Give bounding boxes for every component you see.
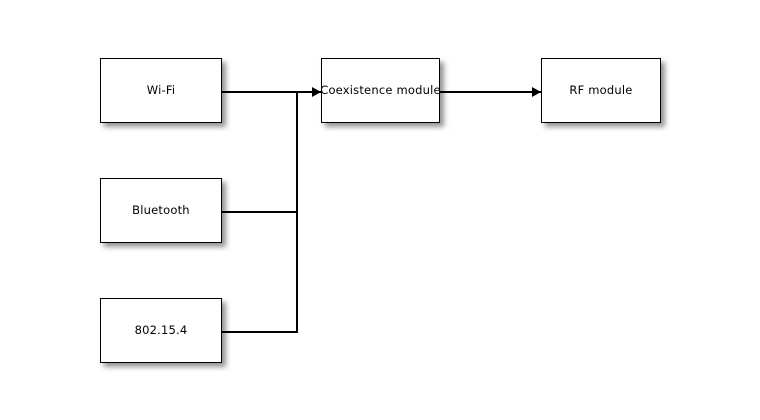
node-rf-module[interactable]: RF module xyxy=(541,58,661,123)
edge-802154-to-bus xyxy=(222,331,298,333)
node-802-15-4[interactable]: 802.15.4 xyxy=(100,298,222,363)
arrowhead-into-coexistence-icon xyxy=(312,87,321,97)
edge-vertical-bus xyxy=(296,91,298,332)
node-coexistence-module[interactable]: Coexistence module xyxy=(320,58,441,123)
node-wifi[interactable]: Wi-Fi xyxy=(100,58,222,123)
node-bluetooth[interactable]: Bluetooth xyxy=(100,178,222,243)
node-bluetooth-label: Bluetooth xyxy=(132,203,190,218)
node-coexistence-module-label: Coexistence module xyxy=(320,83,441,98)
edge-coexistence-to-rf xyxy=(440,91,541,93)
arrowhead-into-rf-icon xyxy=(532,87,541,97)
node-802-15-4-label: 802.15.4 xyxy=(134,323,188,338)
node-rf-module-label: RF module xyxy=(569,83,633,98)
edge-wifi-to-bus xyxy=(222,91,321,93)
node-wifi-label: Wi-Fi xyxy=(146,83,176,98)
edge-bluetooth-to-bus xyxy=(222,211,298,213)
